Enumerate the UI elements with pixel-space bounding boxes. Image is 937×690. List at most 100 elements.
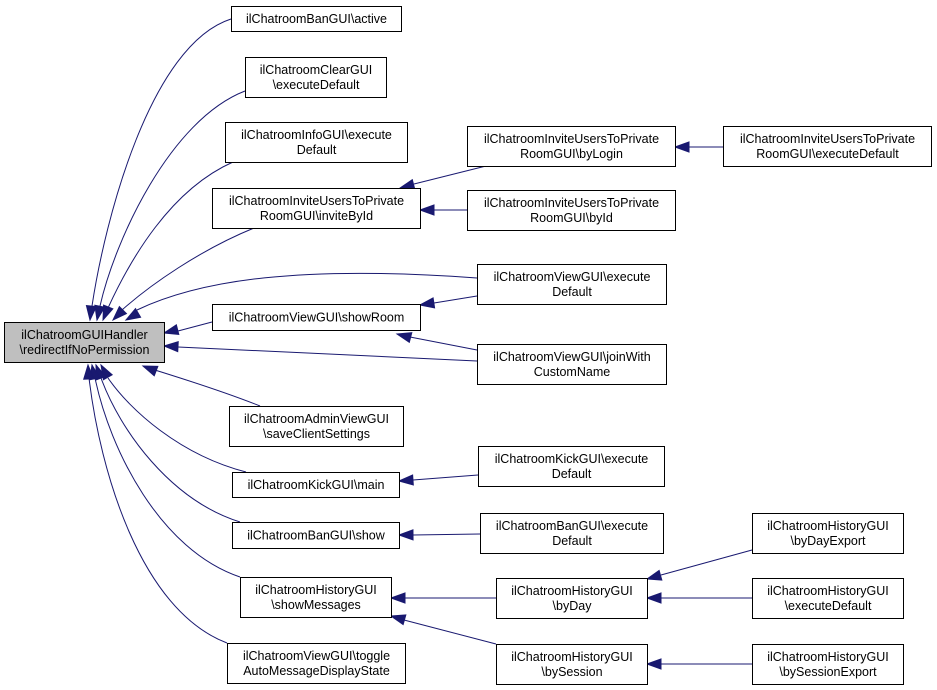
node-box xyxy=(478,446,665,487)
arrowhead-icon xyxy=(395,332,413,344)
node-ban-active[interactable]: ilChatroomBanGUI\active xyxy=(231,6,402,32)
arrowhead-icon xyxy=(418,204,435,216)
node-box xyxy=(4,322,165,363)
node-label: ilChatroomHistoryGUI xyxy=(511,584,633,598)
edge-invite_byid-to-invite_byid_main xyxy=(418,204,467,216)
node-label: RoomGUI\inviteById xyxy=(260,209,373,223)
edge-view_showroom-to-root xyxy=(162,321,213,336)
arrowhead-icon xyxy=(162,323,180,336)
node-label: CustomName xyxy=(534,365,610,379)
node-label: ilChatroomInviteUsersToPrivate xyxy=(229,194,404,208)
edge-line xyxy=(107,377,247,473)
node-label: Default xyxy=(552,534,592,548)
edge-ban_show-to-root xyxy=(95,363,241,523)
node-box xyxy=(245,57,387,98)
edge-hist_bysessionexport-to-hist_bysession xyxy=(645,658,752,670)
node-label: ilChatroomViewGUI\showRoom xyxy=(229,311,405,325)
node-label: ilChatroomInviteUsersToPrivate xyxy=(484,132,659,146)
node-label: RoomGUI\byId xyxy=(530,211,613,225)
node-box xyxy=(496,578,648,619)
nodes-layer: ilChatroomGUIHandler\redirectIfNoPermiss… xyxy=(4,6,932,685)
edge-invite_byid_main-to-root xyxy=(111,227,255,322)
node-box xyxy=(212,188,421,229)
node-box xyxy=(227,643,406,684)
arrowhead-icon xyxy=(418,297,436,309)
node-hist-bysession[interactable]: ilChatroomHistoryGUI\bySession xyxy=(496,644,648,685)
arrowhead-icon xyxy=(389,614,407,626)
edge-hist_byday-to-hist_showmsg xyxy=(389,592,496,604)
edge-kick_main-to-root xyxy=(100,363,247,473)
edge-kick_exec-to-kick_main xyxy=(397,474,479,486)
arrowhead-icon xyxy=(83,363,95,380)
edge-hist_bydayexport-to-hist_byday xyxy=(645,549,753,581)
arrowhead-icon xyxy=(111,305,128,322)
node-label: ilChatroomBanGUI\execute xyxy=(496,519,648,533)
node-label: \executeDefault xyxy=(785,599,872,613)
node-hist-byday[interactable]: ilChatroomHistoryGUI\byDay xyxy=(496,578,648,619)
node-invite-exec[interactable]: ilChatroomInviteUsersToPrivateRoomGUI\ex… xyxy=(723,126,932,167)
node-ban-exec[interactable]: ilChatroomBanGUI\executeDefault xyxy=(480,513,664,554)
edge-line xyxy=(413,165,487,185)
edge-line xyxy=(94,377,241,578)
node-box xyxy=(467,190,676,231)
node-box xyxy=(232,522,400,549)
node-label: ilChatroomClearGUI xyxy=(260,63,373,77)
arrowhead-icon xyxy=(141,365,159,377)
edge-admin_save-to-root xyxy=(141,365,261,407)
node-label: \executeDefault xyxy=(273,78,360,92)
arrowhead-icon xyxy=(645,569,663,581)
edge-ban_exec-to-ban_show xyxy=(397,529,481,541)
arrowhead-icon xyxy=(645,592,662,604)
arrowhead-icon xyxy=(673,141,690,153)
node-hist-bydayexport[interactable]: ilChatroomHistoryGUI\byDayExport xyxy=(752,513,904,554)
node-box xyxy=(723,126,932,167)
node-hist-exec[interactable]: ilChatroomHistoryGUI\executeDefault xyxy=(752,578,904,619)
node-view-toggle[interactable]: ilChatroomViewGUI\toggleAutoMessageDispl… xyxy=(227,643,406,684)
node-hist-bysessionexport[interactable]: ilChatroomHistoryGUI\bySessionExport xyxy=(752,644,904,685)
node-kick-main[interactable]: ilChatroomKickGUI\main xyxy=(232,472,400,498)
arrowhead-icon xyxy=(397,474,414,486)
edge-line xyxy=(107,161,234,309)
edge-view_join-to-root xyxy=(162,341,478,362)
edge-line xyxy=(154,369,261,407)
node-box xyxy=(225,122,408,163)
node-hist-showmsg[interactable]: ilChatroomHistoryGUI\showMessages xyxy=(240,577,392,618)
node-invite-byid-main[interactable]: ilChatroomInviteUsersToPrivateRoomGUI\in… xyxy=(212,188,421,229)
edge-line xyxy=(136,272,478,311)
node-view-exec[interactable]: ilChatroomViewGUI\executeDefault xyxy=(477,264,667,305)
edge-line xyxy=(91,18,232,307)
arrowhead-icon xyxy=(397,529,414,541)
node-admin-save[interactable]: ilChatroomAdminViewGUI\saveClientSetting… xyxy=(229,406,404,447)
arrowhead-icon xyxy=(124,307,142,321)
node-box xyxy=(480,513,664,554)
node-label: ilChatroomInfoGUI\execute xyxy=(241,128,392,142)
edge-line xyxy=(403,619,497,645)
node-label: \byDayExport xyxy=(790,534,866,548)
edges-layer xyxy=(83,18,753,670)
arrowhead-icon xyxy=(645,658,662,670)
edge-view_exec-to-root xyxy=(124,272,478,321)
node-label: ilChatroomViewGUI\toggle xyxy=(243,649,390,663)
node-box xyxy=(231,6,402,32)
arrowhead-icon xyxy=(85,305,98,322)
node-box xyxy=(752,644,904,685)
node-invite-bylogin[interactable]: ilChatroomInviteUsersToPrivateRoomGUI\by… xyxy=(467,126,676,167)
node-kick-exec[interactable]: ilChatroomKickGUI\executeDefault xyxy=(478,446,665,487)
node-label: ilChatroomHistoryGUI xyxy=(767,584,889,598)
node-label: ilChatroomViewGUI\execute xyxy=(494,270,651,284)
node-invite-byid[interactable]: ilChatroomInviteUsersToPrivateRoomGUI\by… xyxy=(467,190,676,231)
node-label: ilChatroomInviteUsersToPrivate xyxy=(740,132,915,146)
edge-ban_active-to-root xyxy=(85,18,232,322)
node-label: \bySessionExport xyxy=(779,665,877,679)
node-clear-exec[interactable]: ilChatroomClearGUI\executeDefault xyxy=(245,57,387,98)
node-label: ilChatroomHistoryGUI xyxy=(767,650,889,664)
node-label: \showMessages xyxy=(271,598,361,612)
node-box xyxy=(752,578,904,619)
node-info-exec[interactable]: ilChatroomInfoGUI\executeDefault xyxy=(225,122,408,163)
node-view-showroom[interactable]: ilChatroomViewGUI\showRoom xyxy=(212,304,421,331)
node-ban-show[interactable]: ilChatroomBanGUI\show xyxy=(232,522,400,549)
edge-view_exec-to-view_showroom xyxy=(418,295,478,309)
edge-view_toggle-to-root xyxy=(83,363,228,644)
